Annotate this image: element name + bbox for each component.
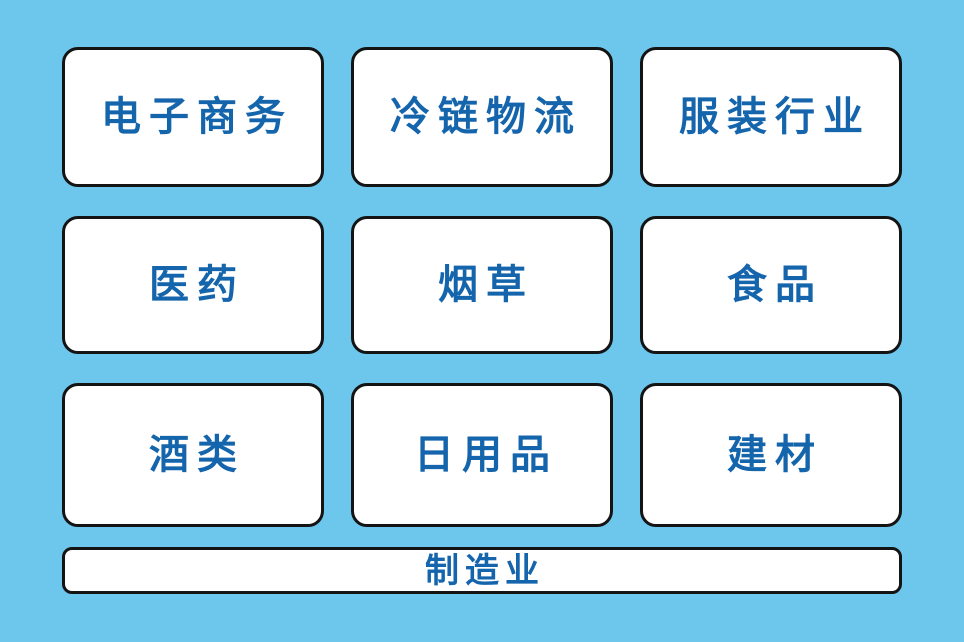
industry-card-label: 烟草 — [438, 262, 534, 308]
industry-card-label: 食品 — [727, 262, 823, 308]
industry-card-label: 医药 — [149, 262, 245, 308]
industry-bar-label: 制造业 — [425, 550, 545, 591]
industry-card-alcohol: 酒类 — [62, 383, 324, 527]
industry-card-pharmaceutical: 医药 — [62, 216, 324, 354]
industry-card-grid: 电子商务 冷链物流 服装行业 医药 烟草 食品 酒类 日用品 建材 — [62, 47, 902, 527]
industry-card-label: 服装行业 — [679, 94, 871, 140]
industry-card-cold-chain-logistics: 冷链物流 — [351, 47, 613, 187]
industry-card-label: 日用品 — [414, 432, 558, 478]
industry-card-label: 电子商务 — [101, 94, 293, 140]
industry-card-tobacco: 烟草 — [351, 216, 613, 354]
industry-card-label: 冷链物流 — [390, 94, 582, 140]
industry-card-apparel: 服装行业 — [640, 47, 902, 187]
industry-card-food: 食品 — [640, 216, 902, 354]
industry-card-ecommerce: 电子商务 — [62, 47, 324, 187]
industry-bar-manufacturing: 制造业 — [62, 547, 902, 594]
industry-card-daily-goods: 日用品 — [351, 383, 613, 527]
industry-card-label: 酒类 — [149, 432, 245, 478]
industry-card-building-materials: 建材 — [640, 383, 902, 527]
industry-card-label: 建材 — [727, 432, 823, 478]
